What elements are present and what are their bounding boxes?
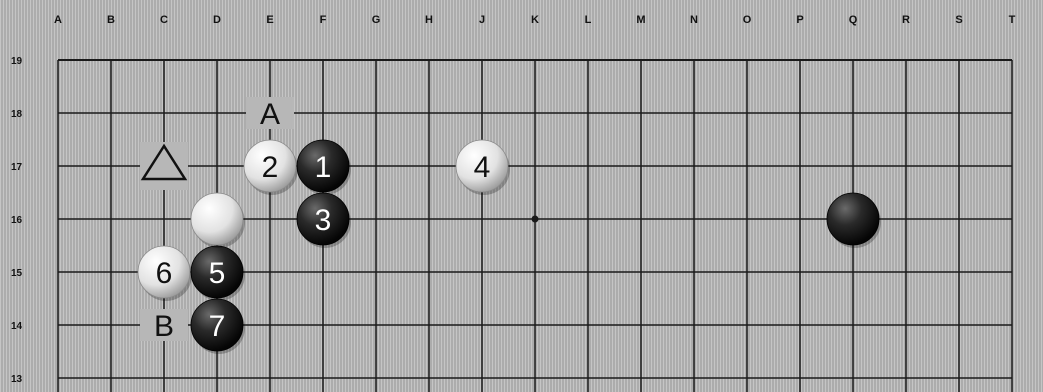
row-label-13: 13 xyxy=(11,374,23,385)
move-number: 5 xyxy=(209,257,226,290)
column-label-k: K xyxy=(531,14,539,26)
move-number: 3 xyxy=(315,204,332,237)
white-stone-e17[interactable]: 2 xyxy=(244,140,298,195)
stone-body xyxy=(827,193,879,245)
column-label-c: C xyxy=(160,14,168,26)
star-point xyxy=(532,216,539,223)
row-label-18: 18 xyxy=(11,109,23,120)
letter-marker-a: A xyxy=(260,98,280,131)
column-label-l: L xyxy=(585,14,592,26)
white-stone-j17[interactable]: 4 xyxy=(456,140,510,195)
column-label-j: J xyxy=(479,14,485,26)
move-number: 2 xyxy=(262,151,279,184)
column-label-h: H xyxy=(425,14,433,26)
column-label-f: F xyxy=(320,14,327,26)
column-label-t: T xyxy=(1009,14,1016,26)
column-label-a: A xyxy=(54,14,62,26)
move-number: 7 xyxy=(209,310,226,343)
white-stone-c15[interactable]: 6 xyxy=(138,246,192,301)
column-label-m: M xyxy=(636,14,645,26)
column-label-p: P xyxy=(796,14,803,26)
black-stone-d14[interactable]: 7 xyxy=(191,299,245,354)
row-label-15: 15 xyxy=(11,268,23,279)
row-label-14: 14 xyxy=(11,321,23,332)
stones-layer: 1 2 3 4 5 6 7 xyxy=(138,140,881,354)
black-stone-f17[interactable]: 1 xyxy=(297,140,351,195)
column-label-d: D xyxy=(213,14,221,26)
black-stone-f16[interactable]: 3 xyxy=(297,193,351,248)
white-stone-d16[interactable] xyxy=(191,193,245,248)
column-label-n: N xyxy=(690,14,698,26)
column-label-s: S xyxy=(955,14,962,26)
row-label-19: 19 xyxy=(11,56,23,67)
triangle-marker-bg xyxy=(140,142,188,190)
black-stone-q16[interactable] xyxy=(827,193,881,248)
row-label-16: 16 xyxy=(11,215,23,226)
move-number: 1 xyxy=(315,151,332,184)
stone-body xyxy=(191,193,243,245)
black-stone-d15[interactable]: 5 xyxy=(191,246,245,301)
column-label-b: B xyxy=(107,14,115,26)
column-label-q: Q xyxy=(849,14,858,26)
move-number: 6 xyxy=(156,257,173,290)
column-label-r: R xyxy=(902,14,910,26)
column-label-g: G xyxy=(372,14,381,26)
column-label-o: O xyxy=(743,14,752,26)
row-label-17: 17 xyxy=(11,162,23,173)
letter-marker-b: B xyxy=(154,310,174,343)
column-label-e: E xyxy=(266,14,273,26)
move-number: 4 xyxy=(474,151,491,184)
